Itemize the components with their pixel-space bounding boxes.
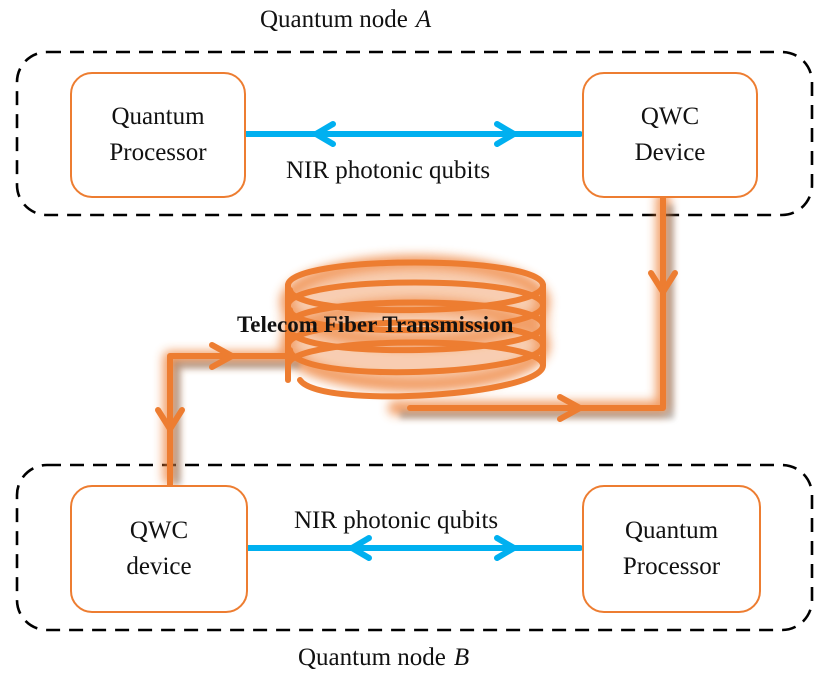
node-a-container: [15, 50, 814, 217]
node-a-title-var: A: [415, 6, 432, 33]
arrow-right-icon: [494, 535, 517, 561]
box-label-line1: Quantum: [111, 102, 205, 130]
node-a-title-text: Quantum node: [260, 6, 408, 33]
box-label-line1: QWC: [129, 516, 189, 544]
arrow-down-icon: [155, 407, 185, 432]
box-label-line1: Quantum: [624, 516, 719, 544]
fiber-label: Telecom Fiber Transmission: [237, 312, 514, 337]
node-b-title: Quantum node B: [298, 645, 469, 670]
node-a-qwc-device-box: QWC Device: [582, 72, 758, 198]
node-b-container: [15, 463, 814, 632]
box-label-line2: Processor: [622, 553, 721, 580]
fiber-glow: [163, 191, 670, 485]
arrow-left-icon: [313, 121, 336, 147]
node-a-quantum-processor-box: Quantum Processor: [70, 72, 246, 198]
nir-link-a: [242, 121, 583, 147]
fiber-arrowheads: [155, 270, 678, 432]
arrow-right-icon: [557, 394, 583, 422]
node-a-link-label: NIR photonic qubits: [286, 157, 491, 184]
node-b-qwc-device-box: QWC device: [70, 485, 248, 613]
node-b-link-label: NIR photonic qubits: [294, 507, 499, 534]
node-b-quantum-processor-box: Quantum Processor: [582, 485, 761, 613]
arrow-down-icon: [648, 270, 678, 295]
box-label-line2: device: [126, 553, 192, 580]
fiber-line: [167, 195, 666, 489]
arrow-right-icon: [209, 342, 235, 370]
node-b-title-var: B: [453, 644, 470, 671]
node-b-title-text: Quantum node: [298, 644, 446, 671]
box-label-line1: QWC: [640, 102, 700, 130]
arrow-left-icon: [349, 535, 372, 561]
nir-link-b: [245, 535, 583, 561]
fiber-shadow: [173, 205, 674, 485]
arrow-right-icon: [494, 121, 517, 147]
node-a-title: Quantum node A: [260, 7, 431, 32]
box-label-line2: Processor: [109, 139, 207, 166]
box-label-line2: Device: [634, 139, 706, 166]
